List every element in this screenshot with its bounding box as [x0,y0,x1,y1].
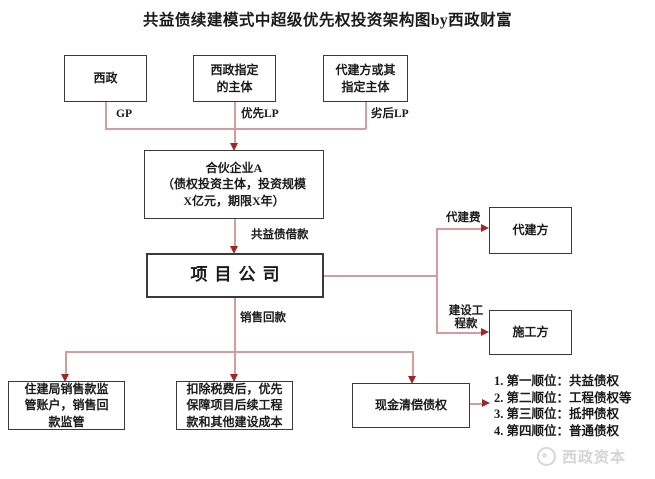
edge-label-senior-lp: 优先LP [241,108,279,120]
node-project-company: 项目公司 [146,253,324,298]
connector-to-contractor [436,332,481,334]
edge-label-common-benefit-loan: 共益债借款 [251,229,309,241]
priority-list-item: 2. 第二顺位：工程债权等 [494,390,632,405]
xizheng-logo-icon [537,447,556,466]
connector-project-down [234,298,236,375]
edge-label-junior-lp: 劣后LP [371,108,409,120]
edge-label-agency-fee: 代建费 [446,212,481,224]
watermark: 西政资本 [537,446,626,467]
node-cash-repayment: 现金清偿债权 [352,383,470,428]
connector-to-builder [436,228,481,230]
node-xizheng: 西政 [64,55,147,102]
connector-right-vertical [436,228,438,333]
connector-sales-horizontal [65,351,413,353]
arrowhead-down-project-icon [230,246,238,254]
watermark-text: 西政资本 [562,450,627,466]
priority-list: 1. 第一顺位：共益债权 2. 第二顺位：工程债权等 3. 第三顺位：抵押债权 … [494,373,632,439]
arrowhead-down-cash-icon [408,376,416,384]
edge-label-sales-return: 销售回款 [240,312,286,324]
edge-label-construction-fee: 建设工 程款 [448,305,484,331]
priority-list-item: 1. 第一顺位：共益债权 [494,374,620,388]
arrowhead-down-deduction-icon [230,374,238,382]
priority-list-item: 3. 第三顺位：抵押债权 [494,407,620,421]
arrowhead-down-supervision-icon [61,374,69,382]
arrowhead-right-list-icon [482,399,490,407]
connector-agent-down [365,102,367,129]
arrowhead-right-contractor-icon [481,328,489,336]
connector-to-cash [412,351,414,377]
diagram-title: 共益债续建模式中超级优先权投资架构图by西政财富 [142,12,513,29]
connector-xizheng-down [105,102,107,129]
connector-to-supervision [65,351,67,375]
node-deduction-priority: 扣除税费后，优先 保障项目后续工程 款和其他建设成本 [176,381,293,430]
node-builder: 代建方 [489,207,572,254]
connector-lp-horizontal [105,128,366,130]
node-agent-entity: 代建方或其 指定主体 [323,55,408,102]
node-designated-entity: 西政指定 的主体 [193,55,276,102]
connector-project-right [324,275,437,277]
node-contractor: 施工方 [489,310,572,355]
connector-partnership-project [234,219,236,247]
arrowhead-down-partnership-icon [230,143,238,151]
arrowhead-right-builder-icon [481,224,489,232]
edge-label-gp: GP [116,108,132,120]
node-supervision-account: 住建局销售款监 管账户，销售回 款监管 [8,381,125,430]
connector-cash-to-list [470,403,483,405]
node-partnership-a: 合伙企业A （债权投资主体，投资规模 X亿元，期限X年） [144,150,324,219]
connector-designated-down [234,102,236,145]
priority-list-item: 4. 第四顺位：普通债权 [494,423,620,438]
